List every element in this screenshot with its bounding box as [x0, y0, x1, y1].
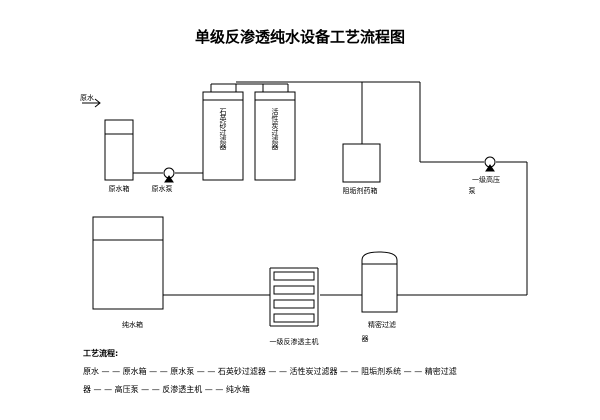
hp-pump-label-line1: 一级高压	[472, 175, 500, 184]
precision-filter	[361, 251, 398, 313]
ro-unit-label: 一级反渗透主机	[270, 337, 319, 346]
process-heading: 工艺流程:	[83, 348, 118, 358]
precision-filter-label-line1: 精密过滤	[368, 320, 396, 329]
antiscalant-tank-label: 阻垢剂药箱	[343, 186, 378, 195]
ro-membrane-1	[273, 271, 315, 281]
process-line-2: 器 — — 高压泵 — — 反渗透主机 — — 纯水箱	[83, 384, 250, 394]
ro-membrane-2	[273, 285, 315, 295]
raw-tank-label: 原水箱	[109, 184, 130, 193]
pure-water-tank	[92, 216, 164, 310]
ro-membrane-3	[273, 299, 315, 309]
high-pressure-pump-base	[485, 164, 495, 172]
quartz-filter-label: 石英砂过滤器	[219, 108, 227, 151]
quartz-sand-filter	[202, 91, 244, 181]
antiscalant-tank	[342, 143, 381, 183]
raw-water-pump-base	[164, 175, 174, 183]
ro-membrane-4	[273, 313, 315, 323]
diagram-title: 单级反渗透纯水设备工艺流程图	[195, 28, 405, 46]
raw-water-tank	[104, 119, 134, 181]
raw-water-label: 原水	[80, 93, 94, 102]
precision-filter-label-line2: 器	[362, 335, 369, 343]
activated-carbon-filter	[254, 91, 296, 181]
pure-tank-label: 纯水箱	[122, 320, 143, 329]
process-line-1: 原水 — — 原水箱 — — 原水泵 — — 石英砂过滤器 — — 活性炭过滤器…	[83, 366, 457, 376]
carbon-filter-label: 活性炭过滤器	[271, 107, 279, 151]
raw-pump-label: 原水泵	[152, 184, 173, 193]
hp-pump-label-line2: 泵	[469, 187, 476, 195]
raw-water-arrowhead	[94, 98, 101, 108]
